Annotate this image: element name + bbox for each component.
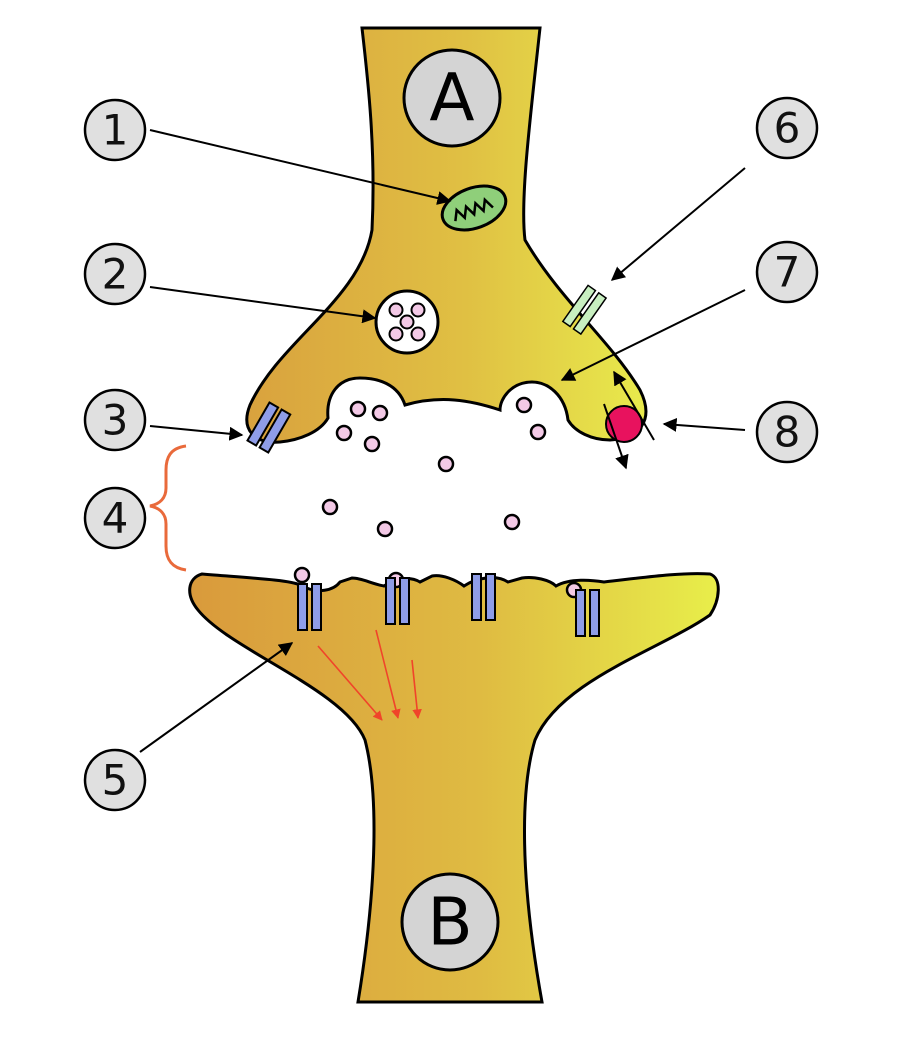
neuron-a-badge <box>402 48 502 148</box>
neuron-b-label: B <box>427 884 472 961</box>
signal-arrows <box>317 629 422 721</box>
synaptic-vesicle <box>374 289 440 355</box>
svg-text:5: 5 <box>102 756 129 805</box>
synaptic-cleft-bracket <box>149 444 187 572</box>
presynaptic-neuron: A <box>245 26 655 470</box>
postsynaptic-neuron: B <box>188 566 720 1004</box>
svg-text:8: 8 <box>774 408 801 457</box>
neuron-a-label: A <box>429 60 474 137</box>
callout-1: 1 <box>83 98 147 162</box>
callout-3: 3 <box>83 388 147 452</box>
svg-text:3: 3 <box>102 396 129 445</box>
autoreceptor <box>246 401 292 454</box>
callout-6: 6 <box>755 96 819 160</box>
callout-8: 8 <box>755 400 819 464</box>
neuron-b-badge <box>400 872 500 972</box>
svg-text:7: 7 <box>774 248 801 297</box>
leader-lines <box>139 129 746 753</box>
svg-text:6: 6 <box>774 104 801 153</box>
svg-text:1: 1 <box>102 106 129 155</box>
mitochondrion <box>440 184 508 232</box>
postsynaptic-membrane <box>188 572 720 1004</box>
callout-5: 5 <box>83 748 147 812</box>
reuptake-pump <box>603 370 655 470</box>
callout-4: 4 <box>83 486 147 550</box>
presynaptic-membrane <box>245 26 648 444</box>
callout-7: 7 <box>755 240 819 304</box>
svg-text:4: 4 <box>102 494 129 543</box>
callout-2: 2 <box>83 242 147 306</box>
postsynaptic-receptor <box>297 573 600 637</box>
neurotransmitters <box>321 396 547 538</box>
svg-text:2: 2 <box>102 250 129 299</box>
calcium-channel <box>561 284 608 336</box>
